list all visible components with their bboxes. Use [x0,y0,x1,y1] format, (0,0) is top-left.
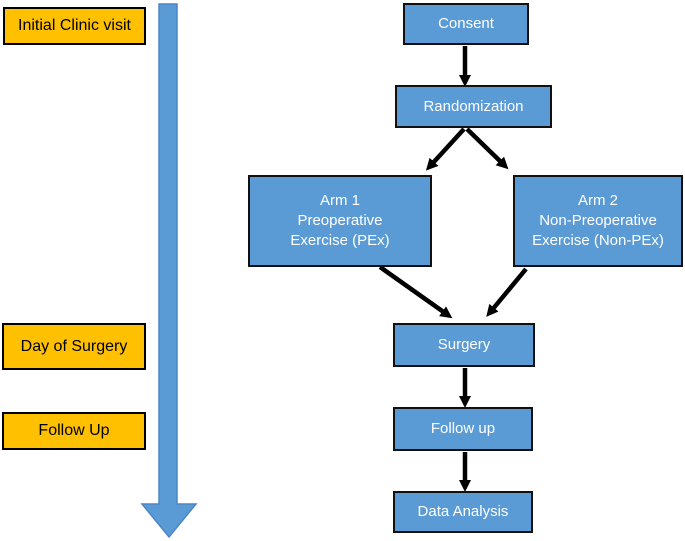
arrow-arm1-to-surgery [378,265,453,319]
randomization-node: Randomization [395,85,552,128]
timeline-label-day-of-surgery: Day of Surgery [2,323,146,370]
timeline-down-arrow [140,3,198,539]
arm1-line-1: Arm 1 [319,192,360,210]
timeline-label-text: Day of Surgery [20,337,128,355]
timeline-label-initial-clinic-visit: Initial Clinic visit [3,7,146,45]
data-analysis-node: Data Analysis [393,491,533,533]
arm1-line-3: Exercise (PEx) [290,231,390,249]
data-analysis-node-label: Data Analysis [417,503,509,521]
surgery-node: Surgery [393,323,535,367]
arm2-line-2: Non-Preoperative [539,212,657,230]
timeline-label-follow-up: Follow Up [2,412,146,450]
arm1-preoperative-exercise-node: Arm 1 Preoperative Exercise (PEx) [248,175,432,267]
arm1-line-2: Preoperative [297,212,383,230]
timeline-label-text: Follow Up [38,422,110,439]
surgery-node-label: Surgery [437,336,491,354]
arm2-line-3: Exercise (Non-PEx) [532,231,664,249]
arrow-randomization-to-arm2 [465,127,509,170]
consent-node: Consent [403,3,529,45]
arm2-line-1: Arm 2 [577,192,618,210]
arrow-arm2-to-surgery [486,267,528,317]
randomization-node-label: Randomization [423,97,524,115]
arm2-non-preoperative-exercise-node: Arm 2 Non-Preoperative Exercise (Non-PEx… [513,175,683,267]
timeline-label-text: Initial Clinic visit [18,17,131,34]
follow-up-node: Follow up [393,407,533,451]
follow-up-node-label: Follow up [430,420,496,438]
arrow-randomization-to-arm1 [425,127,466,171]
consent-node-label: Consent [438,15,494,33]
